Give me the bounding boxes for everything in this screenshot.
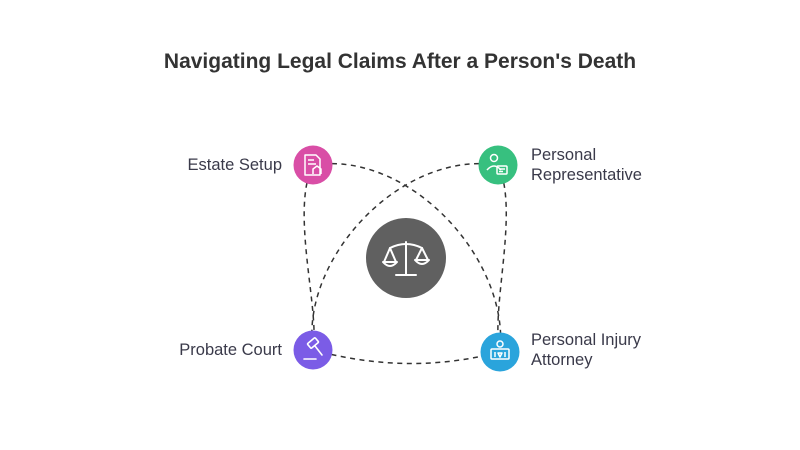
- node-estate-setup: [293, 145, 333, 185]
- personal-representative-label-line2: Representative: [531, 166, 642, 184]
- node-personal-injury-attorney: [480, 332, 520, 372]
- page-title: Navigating Legal Claims After a Person's…: [163, 50, 637, 73]
- connector-representative-to-probate: [311, 162, 499, 351]
- personal-injury-attorney-label: Personal Injury Attorney: [531, 330, 641, 370]
- center-node: [366, 218, 446, 298]
- personal-representative-label: Personal Representative: [531, 145, 642, 185]
- lawyer-podium-icon: [490, 340, 510, 360]
- node-personal-representative: [478, 145, 518, 185]
- scales-of-justice-icon: [382, 241, 430, 276]
- node-probate-court: [293, 330, 333, 370]
- probate-court-label: Probate Court: [179, 341, 282, 359]
- gavel-icon: [303, 337, 323, 360]
- estate-setup-label: Estate Setup: [187, 156, 282, 174]
- attorney-circle: [480, 332, 520, 372]
- connector-representative-to-attorney-arc: [497, 164, 508, 353]
- personal-injury-attorney-label-line2: Attorney: [531, 351, 593, 369]
- connector-probate-to-attorney: [312, 349, 501, 365]
- representative-circle: [478, 145, 518, 185]
- probate-circle: [293, 330, 333, 370]
- document-house-icon: [304, 154, 322, 176]
- person-id-card-icon: [486, 153, 508, 175]
- personal-representative-label-line1: Personal: [531, 146, 597, 164]
- connector-estate-to-attorney: [312, 162, 502, 353]
- estate-circle: [293, 145, 333, 185]
- personal-injury-attorney-label-line1: Personal Injury: [531, 331, 642, 349]
